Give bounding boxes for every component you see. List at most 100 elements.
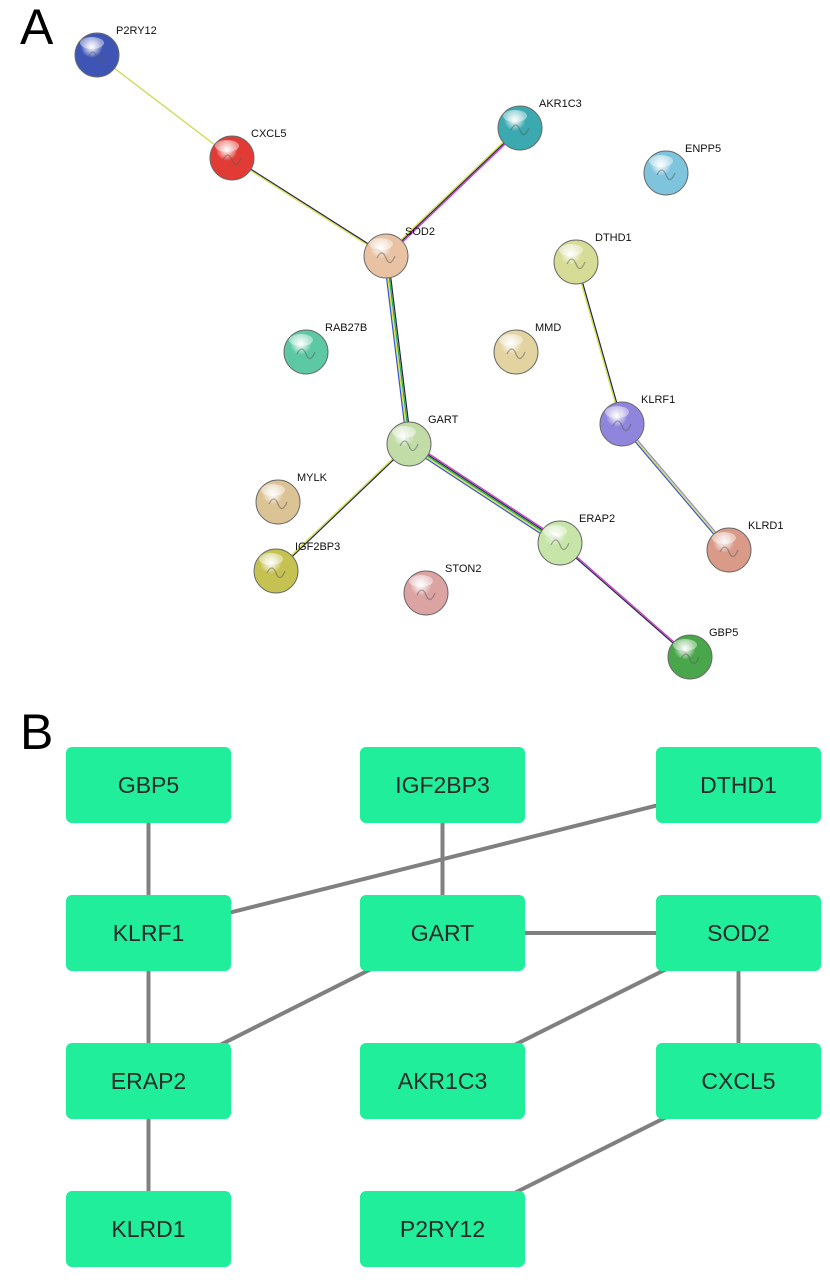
protein-structure-icon <box>399 440 419 452</box>
edge-evidence-line <box>386 128 522 258</box>
node-highlight <box>259 553 283 565</box>
box-label: KLRD1 <box>111 1216 185 1242</box>
box-igf2bp3[interactable]: IGF2BP3 <box>360 747 525 823</box>
node-label: SOD2 <box>405 226 435 238</box>
node-label: ERAP2 <box>579 513 615 525</box>
node-akr1c3[interactable]: AKR1C3 <box>497 98 582 151</box>
node-sod2[interactable]: SOD2 <box>363 226 435 279</box>
node-cxcl5[interactable]: CXCL5 <box>209 128 286 181</box>
node-label: KLRF1 <box>641 394 675 406</box>
node-dthd1[interactable]: DTHD1 <box>553 232 632 285</box>
node-highlight <box>499 334 523 346</box>
edge-erap2-gbp5 <box>559 542 691 658</box>
panel-a-letter: A <box>20 0 54 55</box>
box-dthd1[interactable]: DTHD1 <box>656 747 821 823</box>
node-gbp5[interactable]: GBP5 <box>667 627 738 680</box>
protein-structure-icon <box>376 252 396 264</box>
edge-evidence-line <box>560 542 691 657</box>
protein-structure-icon <box>510 124 530 136</box>
protein-structure-icon <box>296 348 316 360</box>
box-sod2[interactable]: SOD2 <box>656 895 821 971</box>
node-bubble <box>667 634 713 680</box>
edge-evidence-line <box>621 423 730 551</box>
node-erap2[interactable]: ERAP2 <box>537 513 615 566</box>
box-rect <box>360 1043 525 1119</box>
edge-evidence-line <box>384 256 409 445</box>
node-label: GART <box>428 414 459 426</box>
node-highlight <box>649 155 673 167</box>
panel-b-letter: B <box>20 704 54 760</box>
box-rect <box>360 1191 525 1267</box>
edge-evidence-line <box>383 256 408 445</box>
box-label: DTHD1 <box>700 772 777 798</box>
protein-structure-icon <box>566 258 586 270</box>
node-highlight <box>261 484 285 496</box>
node-highlight <box>712 532 736 544</box>
node-highlight <box>559 244 583 256</box>
box-akr1c3[interactable]: AKR1C3 <box>360 1043 525 1119</box>
protein-structure-icon <box>550 539 570 551</box>
edge-evidence-line <box>231 158 386 258</box>
box-cxcl5[interactable]: CXCL5 <box>656 1043 821 1119</box>
box-p2ry12[interactable]: P2RY12 <box>360 1191 525 1267</box>
node-bubble <box>497 105 543 151</box>
node-label: RAB27B <box>325 322 367 334</box>
edge-evidence-line <box>275 443 409 571</box>
box-label: IGF2BP3 <box>395 772 490 798</box>
protein-structure-icon <box>656 169 676 181</box>
node-bubble <box>643 150 689 196</box>
edge-evidence-line <box>620 424 729 552</box>
box-rect <box>656 747 821 823</box>
node-bubble <box>253 548 299 594</box>
box-erap2[interactable]: ERAP2 <box>66 1043 231 1119</box>
node-igf2bp3[interactable]: IGF2BP3 <box>253 541 340 594</box>
box-klrf1[interactable]: KLRF1 <box>66 895 231 971</box>
box-klrd1[interactable]: KLRD1 <box>66 1191 231 1267</box>
edge-dthd1-klrf1 <box>574 261 624 425</box>
edge-evidence-line <box>622 422 731 550</box>
edge-evidence-line <box>384 126 520 256</box>
node-ston2[interactable]: STON2 <box>403 563 481 616</box>
node-highlight <box>80 37 104 49</box>
node-label: MMD <box>535 322 561 334</box>
edge-evidence-line <box>574 262 622 425</box>
node-label: DTHD1 <box>595 232 632 244</box>
node-bubble <box>553 239 599 285</box>
box-rect <box>66 1043 231 1119</box>
node-bubble <box>255 479 301 525</box>
node-mylk[interactable]: MYLK <box>255 472 328 525</box>
box-gbp5[interactable]: GBP5 <box>66 747 231 823</box>
node-highlight <box>503 110 527 122</box>
edge-evidence-line <box>96 54 233 159</box>
edge-p2ry12-cxcl5 <box>96 54 233 159</box>
edge-evidence-line <box>559 543 690 658</box>
protein-structure-icon <box>268 498 288 510</box>
node-mmd[interactable]: MMD <box>493 322 561 375</box>
protein-structure-icon <box>680 653 700 665</box>
node-bubble <box>599 401 645 447</box>
protein-structure-icon <box>719 546 739 558</box>
edge-evidence-line <box>409 442 562 543</box>
node-klrf1[interactable]: KLRF1 <box>599 394 675 447</box>
node-p2ry12[interactable]: P2RY12 <box>74 25 157 78</box>
node-enpp5[interactable]: ENPP5 <box>643 143 721 196</box>
node-label: CXCL5 <box>251 128 286 140</box>
box-gart[interactable]: GART <box>360 895 525 971</box>
box-rect <box>656 895 821 971</box>
node-highlight <box>409 575 433 587</box>
protein-structure-icon <box>506 348 526 360</box>
edge-evidence-line <box>408 443 561 544</box>
node-gart[interactable]: GART <box>386 414 459 467</box>
box-label: SOD2 <box>707 920 770 946</box>
edge-evidence-line <box>576 261 624 424</box>
node-bubble <box>209 135 255 181</box>
edge-akr1c3-sod2 <box>384 126 522 258</box>
edge-gart-igf2bp3 <box>275 443 410 572</box>
node-highlight <box>289 334 313 346</box>
node-rab27b[interactable]: RAB27B <box>283 322 367 375</box>
node-label: ENPP5 <box>685 143 721 155</box>
node-klrd1[interactable]: KLRD1 <box>706 520 783 573</box>
node-bubble <box>386 421 432 467</box>
